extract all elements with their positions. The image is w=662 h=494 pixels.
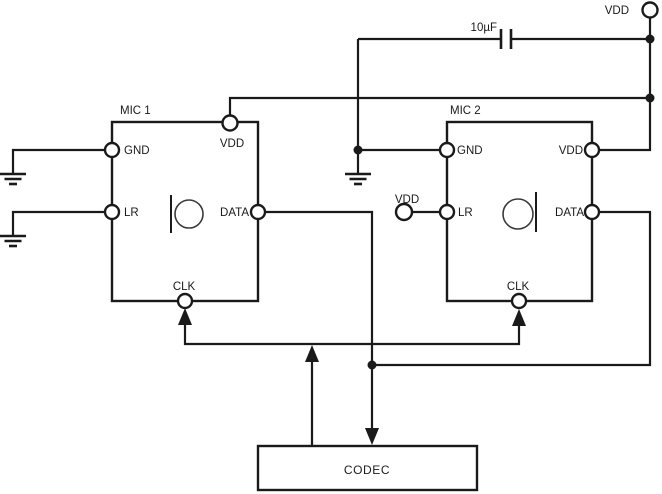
junction-dot-data-bus bbox=[367, 360, 377, 370]
vdd-terminal-lr-icon bbox=[394, 202, 414, 222]
mic1-pin-data bbox=[249, 203, 267, 221]
wire-clk-bus bbox=[183, 324, 521, 346]
junction-dot-vdd-rail bbox=[645, 93, 655, 103]
vdd-lr-label: VDD bbox=[395, 194, 419, 206]
mic1-pin-gnd-label: GND bbox=[124, 145, 150, 157]
mic1-pin-clk-label: CLK bbox=[173, 281, 196, 293]
microphone-symbol-mic2-icon bbox=[502, 192, 537, 232]
mic2-pin-lr-label: LR bbox=[458, 207, 473, 219]
ground-icon-cap-node bbox=[345, 172, 371, 186]
codec-box bbox=[256, 444, 479, 492]
mic1-pin-data-label: DATA bbox=[220, 207, 249, 219]
mic2-pin-gnd bbox=[438, 141, 456, 159]
mic2-pin-clk bbox=[510, 292, 528, 310]
mic2-pin-vdd-label: VDD bbox=[559, 145, 583, 157]
mic2-title: MIC 2 bbox=[450, 105, 481, 117]
junction-dot-cap-rail bbox=[645, 34, 655, 44]
capacitor-icon bbox=[499, 29, 513, 49]
mic2-pin-gnd-label: GND bbox=[457, 145, 483, 157]
mic1-title: MIC 1 bbox=[120, 105, 151, 117]
wire-mic1-vdd bbox=[228, 96, 650, 116]
mic2-pin-vdd bbox=[583, 141, 601, 159]
mic2-pin-data bbox=[583, 203, 601, 221]
wires bbox=[11, 17, 652, 446]
mic1-pin-vdd-label: VDD bbox=[220, 138, 244, 150]
microphone-symbol-mic1-icon bbox=[170, 195, 204, 233]
capacitor-value-label: 10µF bbox=[471, 22, 497, 34]
ground-icon-mic1-lr bbox=[0, 234, 26, 248]
wire-mic2-data bbox=[372, 210, 652, 367]
ground-icon-mic1-gnd bbox=[0, 172, 26, 186]
wire-vdd-rail bbox=[599, 17, 652, 152]
mic1-pin-vdd bbox=[221, 114, 239, 132]
vdd-top-label: VDD bbox=[605, 5, 629, 17]
mic1-pin-lr-label: LR bbox=[124, 207, 139, 219]
arrowhead-data-codec-icon bbox=[365, 428, 379, 445]
arrowhead-mic2-clk-icon bbox=[512, 309, 526, 326]
vdd-terminal-top-icon bbox=[641, 1, 659, 19]
codec-label: CODEC bbox=[344, 463, 390, 477]
mic1-pin-clk bbox=[176, 292, 194, 310]
arrowhead-mic1-clk-icon bbox=[178, 308, 192, 325]
wire-mic1-lr bbox=[11, 210, 105, 235]
mic1-pin-lr bbox=[103, 203, 121, 221]
wire-mic1-data bbox=[265, 210, 374, 429]
mic2-pin-lr bbox=[438, 203, 456, 221]
mic2-pin-clk-label: CLK bbox=[507, 281, 530, 293]
mic1-pin-gnd bbox=[103, 141, 121, 159]
mic2-pin-data-label: DATA bbox=[555, 207, 584, 219]
wire-mic1-gnd bbox=[11, 148, 105, 173]
junction-dot-gnd-node bbox=[353, 145, 363, 155]
arrowhead-codec-clk-icon bbox=[305, 345, 319, 362]
